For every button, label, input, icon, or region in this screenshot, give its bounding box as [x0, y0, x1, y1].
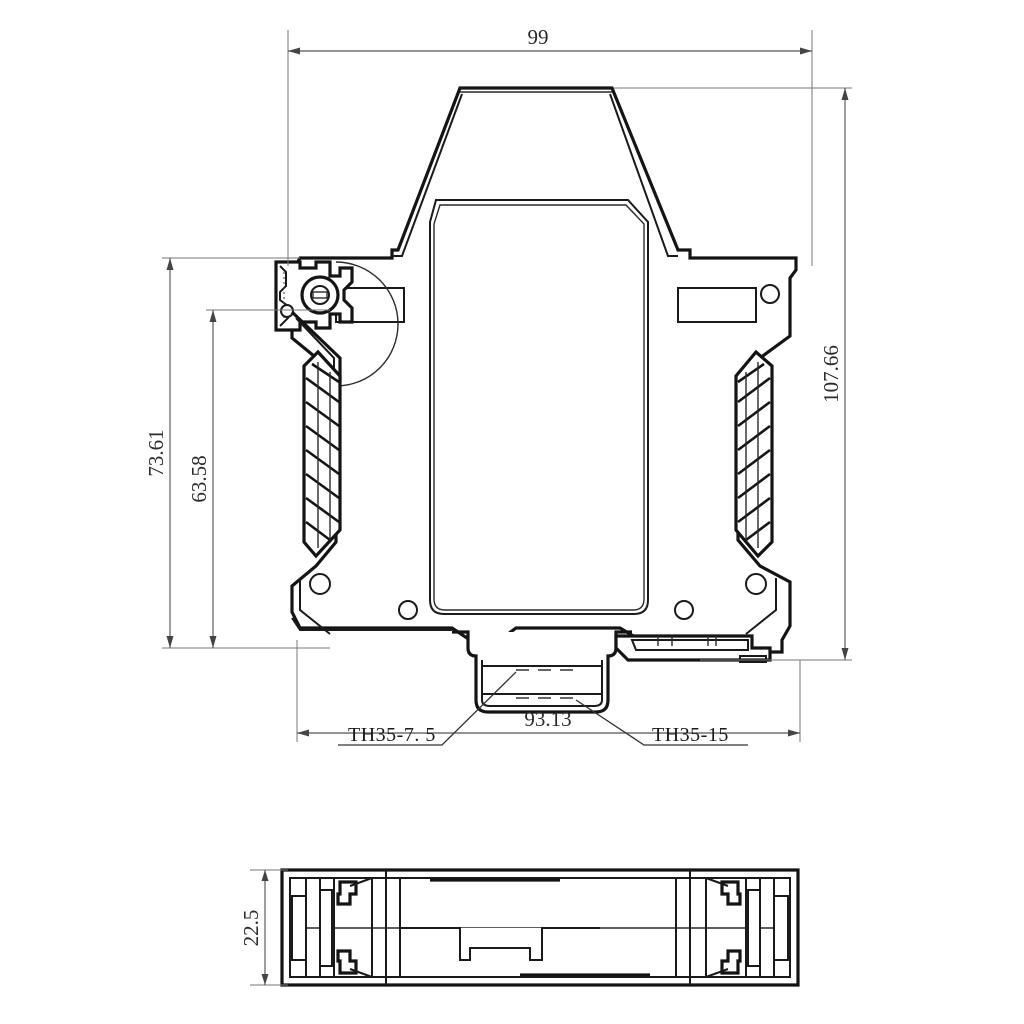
arrow-6358-top: [209, 310, 217, 322]
leader-th35-right: [575, 699, 748, 746]
hole-right-inner: [674, 600, 694, 620]
dim-text-height: 107.66: [819, 345, 843, 403]
arrow-7361-bottom: [166, 636, 174, 648]
shoulder-inner-right: [609, 93, 678, 257]
left-latch-top-arm: [349, 877, 373, 887]
side-center-body: [385, 870, 691, 985]
foot-plate: [614, 634, 772, 662]
arrow-7361-top: [166, 258, 174, 270]
foot-slots: [657, 636, 717, 646]
left-cap-panel: [319, 889, 333, 967]
arrow-height-bottom: [841, 648, 849, 660]
right-cap-panel: [747, 889, 761, 967]
arrow-225-bottom: [261, 974, 269, 985]
side-view-group: 22.5: [239, 868, 800, 987]
left-latch-bottom: [336, 949, 358, 975]
right-rib-hatching: [737, 362, 771, 542]
din-rail-clip: [452, 630, 632, 714]
arrow-225-top: [261, 870, 269, 881]
side-inner-shell: [289, 877, 791, 978]
screw-slot: [312, 291, 328, 299]
arrow-6358-bottom: [209, 636, 217, 648]
left-rib-verticals: [317, 362, 331, 548]
center-notch: [400, 927, 600, 961]
left-rib-hatching: [305, 362, 340, 542]
right-latch-top-arm: [705, 877, 729, 887]
left-screw-terminal-assembly: [274, 260, 354, 380]
left-latch-top: [336, 880, 358, 906]
hinge-lever-arm: [290, 310, 342, 380]
arrow-9313-left: [297, 729, 309, 737]
hole-left-lower: [309, 573, 331, 595]
arrow-height-top: [841, 88, 849, 100]
bottom-right-foot: [614, 634, 772, 663]
label-th35-left: TH35-7. 5: [348, 724, 436, 746]
dim-text-width: 99: [528, 25, 549, 49]
center-panel: [429, 199, 649, 615]
side-left-latch: [336, 877, 373, 978]
right-latch-top: [720, 880, 742, 906]
screw-head-inner: [310, 285, 330, 305]
dim-text-9313: 93.13: [524, 707, 571, 731]
dim-text-6358: 63.58: [187, 455, 211, 502]
dim-text-7361: 73.61: [144, 429, 168, 476]
rotation-arc: [335, 261, 399, 387]
shoulder-inner-left: [392, 93, 463, 257]
left-latch-bottom-arm: [349, 968, 373, 978]
right-cap-slot: [773, 895, 789, 961]
clip-body: [452, 630, 632, 714]
dimensions-front: 99 107.66 73.61 63.58: [144, 25, 852, 746]
hinge-pivot: [280, 304, 294, 318]
right-latch-bottom-arm: [705, 968, 729, 978]
dim-text-225: 22.5: [239, 910, 263, 947]
center-panel-inner: [433, 204, 645, 611]
arrow-width-right: [800, 47, 812, 55]
right-rib-verticals: [745, 362, 759, 548]
side-right-endcap: [745, 878, 789, 977]
left-cap-slot: [291, 895, 307, 961]
right-window-hole: [760, 284, 780, 304]
side-left-endcap: [291, 878, 335, 977]
leader-th35-left: [338, 671, 517, 746]
label-th35-right: TH35-15: [652, 724, 729, 746]
lower-right-chamfer: [745, 578, 777, 635]
right-window-rect: [677, 287, 757, 323]
front-view-group: [274, 86, 798, 714]
hole-left-inner: [398, 600, 418, 620]
right-ribbed-panel: [734, 349, 774, 559]
lower-left-chamfer: [299, 578, 331, 635]
arrow-width-left: [288, 47, 300, 55]
side-right-latch: [705, 877, 742, 978]
foot-plate-inner: [630, 639, 749, 651]
bottom-left-tail: [291, 617, 452, 631]
right-latch-bottom: [720, 949, 742, 975]
clip-body-inner: [481, 660, 603, 707]
hole-right-lower: [745, 573, 767, 595]
left-rib-outline: [302, 349, 342, 559]
arrow-9313-right: [788, 729, 800, 737]
left-ribbed-panel: [302, 349, 342, 559]
right-rib-outline: [734, 349, 774, 559]
